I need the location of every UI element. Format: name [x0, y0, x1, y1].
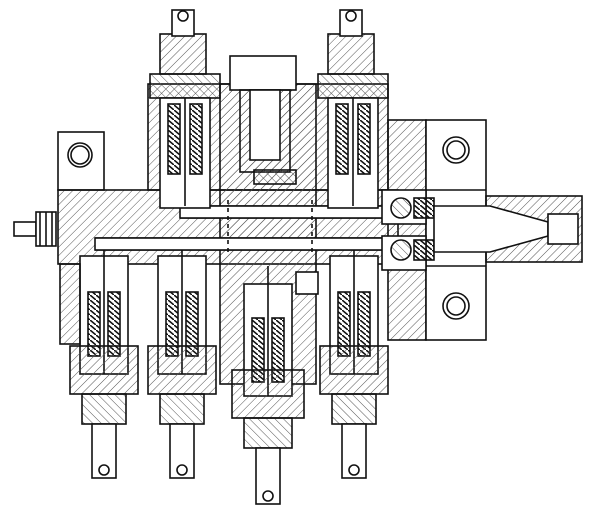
left-mount-hole: [67, 142, 93, 168]
upper-check-ball: [390, 197, 412, 219]
top-center-fitting: [229, 55, 297, 185]
lower-check-ball: [390, 239, 412, 261]
top-valve-right: [317, 9, 389, 209]
bottom-valve-left-stack: [59, 263, 81, 345]
ball-check-valves: [381, 189, 435, 271]
outlet-nozzle: [433, 195, 583, 263]
right-upper-mount-hole: [442, 136, 470, 164]
bottom-valve-3: [319, 250, 389, 479]
top-valve-left: [149, 9, 221, 209]
right-lower-mount-hole: [442, 292, 470, 320]
left-mounting-block: [57, 131, 105, 191]
left-stud: [13, 211, 57, 247]
bottom-valve-2: [147, 250, 217, 479]
bottom-valve-center: [231, 266, 319, 505]
